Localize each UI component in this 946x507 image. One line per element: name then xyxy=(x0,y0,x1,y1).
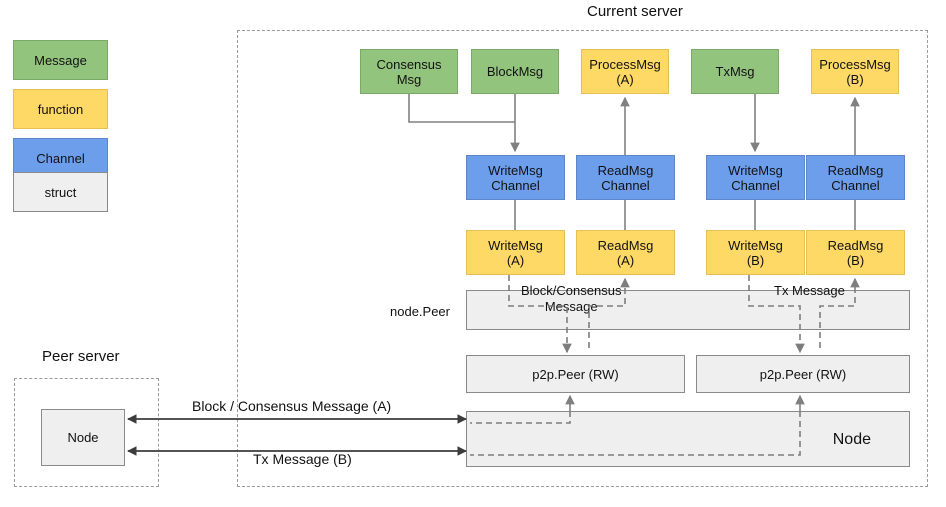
current-server-boundary xyxy=(237,30,928,487)
peer-server-boundary xyxy=(14,378,159,487)
node-read-msg-channel-b: ReadMsg Channel xyxy=(806,155,905,200)
flow-label-block-consensus: Block/Consensus Message xyxy=(521,283,622,314)
peer-server-title: Peer server xyxy=(42,348,120,365)
node-process-msg-a: ProcessMsg (A) xyxy=(581,49,669,94)
node-read-msg-fn-a: ReadMsg (A) xyxy=(576,230,675,275)
p2p-peer-rw-a: p2p.Peer (RW) xyxy=(466,355,685,393)
node-write-msg-channel-b: WriteMsg Channel xyxy=(706,155,805,200)
node-write-msg-fn-b: WriteMsg (B) xyxy=(706,230,805,275)
node-write-msg-fn-a: WriteMsg (A) xyxy=(466,230,565,275)
legend-item-channel: Channel xyxy=(13,138,108,178)
legend-item-message: Message xyxy=(13,40,108,80)
node-tx-msg: TxMsg xyxy=(691,49,779,94)
node-read-msg-channel-a: ReadMsg Channel xyxy=(576,155,675,200)
current-server-title: Current server xyxy=(587,3,683,20)
node-peer-label: node.Peer xyxy=(390,304,450,319)
current-node-band: Node xyxy=(466,411,910,467)
p2p-peer-rw-b: p2p.Peer (RW) xyxy=(696,355,910,393)
node-block-msg: BlockMsg xyxy=(471,49,559,94)
node-consensus-msg: Consensus Msg xyxy=(360,49,458,94)
node-process-msg-b: ProcessMsg (B) xyxy=(811,49,899,94)
legend-item-function: function xyxy=(13,89,108,129)
node-write-msg-channel-a: WriteMsg Channel xyxy=(466,155,565,200)
flow-label-tx-message: Tx Message xyxy=(774,283,845,298)
legend-item-struct: struct xyxy=(13,172,108,212)
transport-label-a: Block / Consensus Message (A) xyxy=(192,398,392,414)
transport-label-b: Tx Message (B) xyxy=(253,451,352,467)
node-read-msg-fn-b: ReadMsg (B) xyxy=(806,230,905,275)
peer-server-node: Node xyxy=(41,409,125,466)
